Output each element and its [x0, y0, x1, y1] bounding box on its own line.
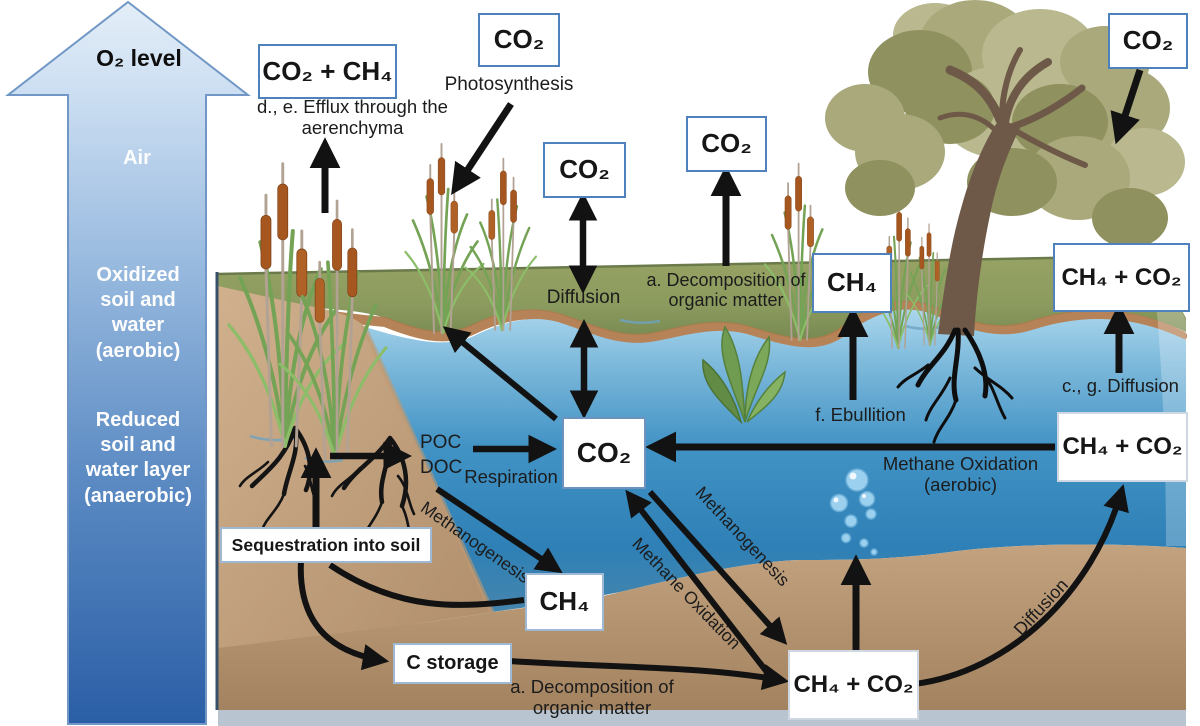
label-cg-diffusion: c., g. Diffusion — [1062, 375, 1179, 396]
box-ch4-ebullition: CH₄ — [812, 253, 892, 313]
arrow-plant-co2-exchange — [442, 326, 558, 422]
water — [362, 309, 1186, 612]
label-poc-doc: POC DOC — [420, 432, 463, 478]
tree-foliage — [825, 0, 1185, 248]
box-co2-center: CO₂ — [562, 417, 646, 489]
box-sequestration: Sequestration into soil — [220, 527, 432, 563]
o2-level-gradient-arrow — [5, 0, 251, 725]
box-ch4-co2-right: CH₄ + CO₂ — [1057, 412, 1188, 482]
zone-oxidized-label: Oxidized soil and water (aerobic) — [95, 264, 181, 362]
arrow-photosynthesis — [451, 102, 514, 196]
label-decomposition-bottom: a. Decomposition of organic matter — [510, 676, 674, 718]
base-strip — [218, 710, 1186, 726]
terrace-grass — [218, 256, 1186, 340]
arrow-to-c-storage — [297, 547, 390, 671]
box-ch4-co2-bottom: CH₄ + CO₂ — [788, 650, 919, 720]
box-co2-diffusion: CO₂ — [543, 142, 626, 198]
label-photosynthesis: Photosynthesis — [444, 74, 574, 95]
arrow-tree-co2-uptake — [1110, 68, 1144, 145]
arrow-c-storage-decomposition — [508, 658, 790, 691]
zone-air-label: Air — [123, 147, 151, 169]
box-ch4-center: CH₄ — [525, 573, 604, 631]
gas-bubbles — [829, 468, 878, 556]
zone-reduced-label: Reduced soil and water layer (anaerobic) — [84, 409, 192, 507]
arrow-methane-oxidation-water — [625, 489, 773, 678]
label-efflux-aerenchyma: d., e. Efflux through the aerenchyma — [257, 96, 448, 138]
box-ch4-co2-top-right: CH₄ + CO₂ — [1053, 243, 1190, 312]
o2-level-title: O₂ level — [96, 45, 182, 71]
box-co2-decomposition: CO₂ — [686, 116, 767, 172]
label-methane-oxidation-aerobic: Methane Oxidation (aerobic) — [882, 453, 1039, 495]
box-co2-photosynthesis: CO₂ — [478, 13, 560, 67]
tree-roots — [896, 327, 1014, 444]
shoreline — [250, 295, 1187, 349]
arrow-sediment-diffusion — [913, 484, 1129, 687]
label-respiration: Respiration — [464, 466, 558, 487]
box-co2-tree: CO₂ — [1108, 13, 1188, 69]
arrow-methanogenesis-right — [647, 489, 788, 645]
box-co2-ch4-aerenchyma: CO₂ + CH₄ — [258, 44, 397, 99]
label-diffusion-air-water: Diffusion — [546, 287, 621, 308]
tree — [825, 0, 1185, 444]
label-decomposition-top: a. Decomposition of organic matter — [646, 270, 806, 311]
arrow-soil-to-ch4 — [328, 562, 525, 608]
box-c-storage: C storage — [393, 643, 512, 684]
tree-trunk — [937, 47, 1088, 168]
pickerelweed-plant — [702, 325, 786, 425]
arrow-methanogenesis-left — [435, 486, 563, 574]
label-ebullition: f. Ebullition — [815, 404, 906, 425]
